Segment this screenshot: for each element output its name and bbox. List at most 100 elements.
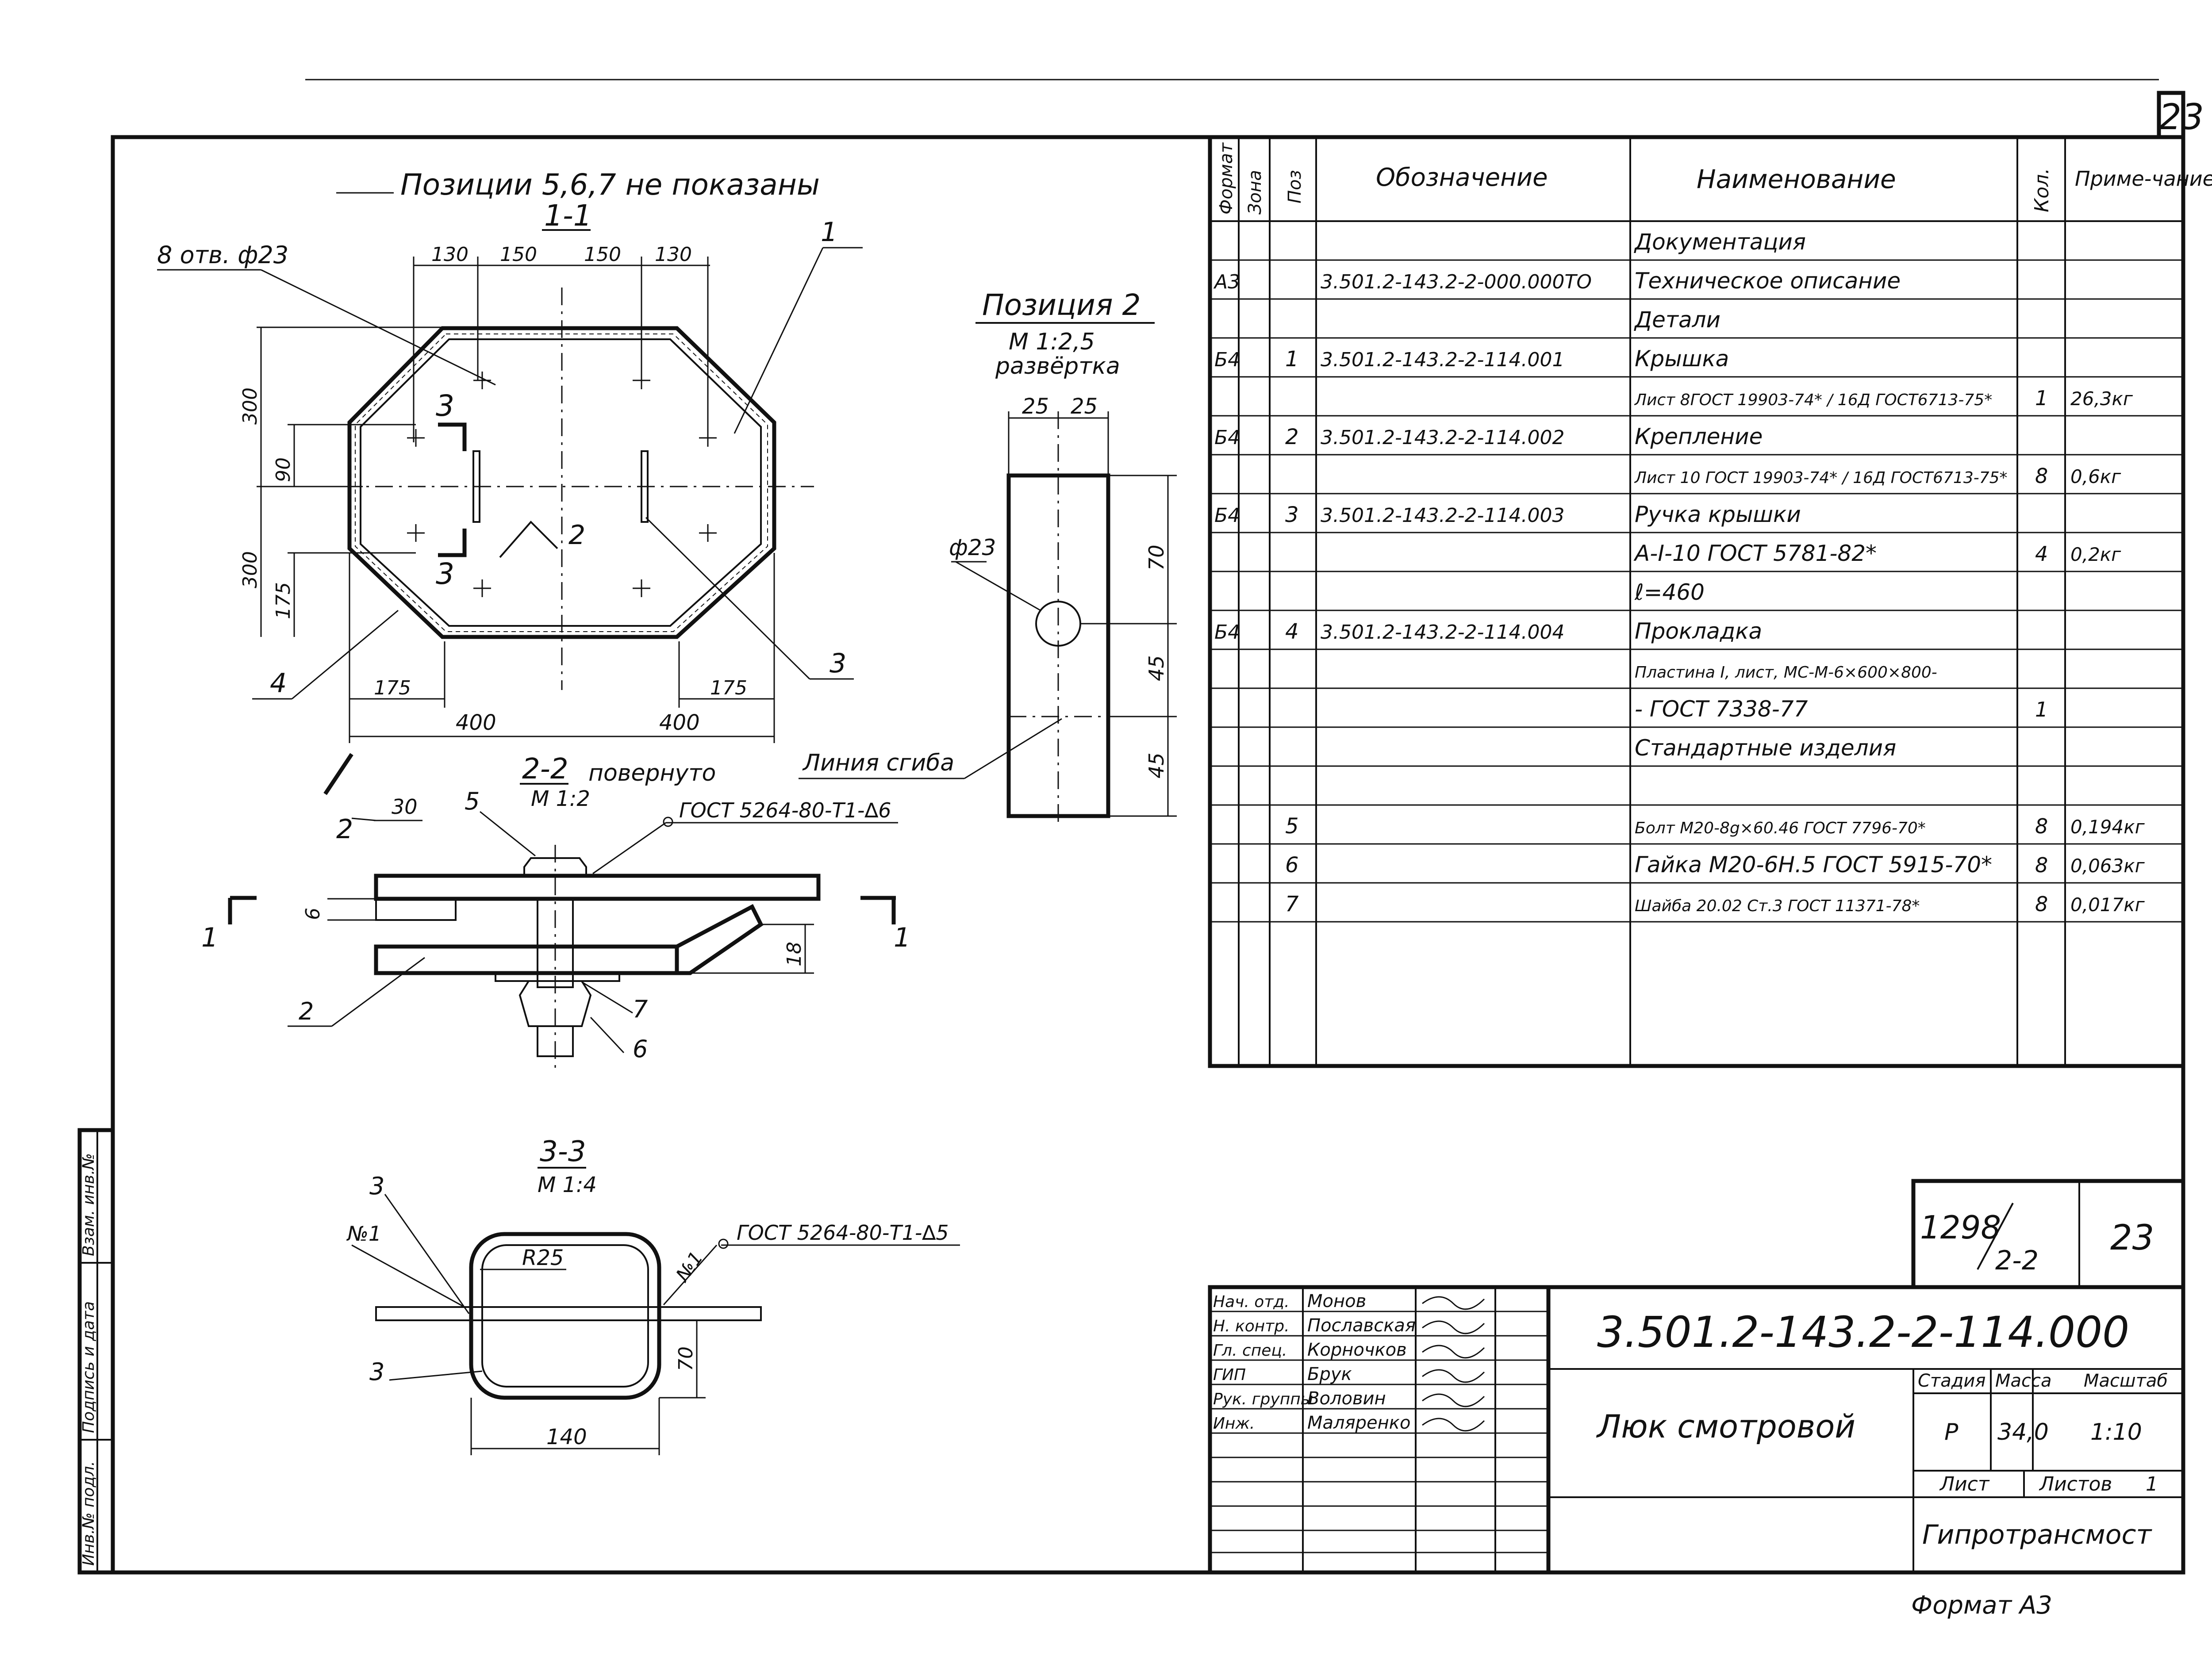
spec-cell-qty: 8 (2035, 814, 2048, 838)
view-1-1-title: 1-1 (544, 199, 592, 233)
spec-header-designation: Обозначение (1376, 163, 1548, 192)
spec-cell-name: Шайба 20.02 Ст.3 ГОСТ 11371-78* (1635, 897, 1920, 915)
spec-cell-name: ℓ=460 (1634, 579, 1705, 605)
dim-top-150-left: 150 (500, 243, 537, 266)
signature-mark (1422, 1393, 1485, 1407)
pos2-bend-line: Линия сгиба (802, 750, 954, 776)
spec-cell-name: - ГОСТ 7338-77 (1635, 696, 1808, 722)
v22-callout-5: 5 (465, 787, 480, 815)
tb-sheet-no: 23 (2110, 1218, 2154, 1258)
spec-cell-pos: 2 (1285, 425, 1299, 449)
spec-cell-name: Болт М20-8g×60.46 ГОСТ 7796-70* (1635, 819, 1926, 837)
v33-callout-3-bottom: 3 (369, 1358, 384, 1386)
tb-stage-label: Стадия (1918, 1371, 1985, 1391)
v33-dim-70: 70 (675, 1346, 697, 1371)
tb-person: Брук (1307, 1364, 1352, 1384)
v33-callout-3-top: 3 (369, 1172, 384, 1200)
tb-mass: 34,0 (1997, 1419, 2049, 1445)
pos2-scale: М 1:2,5 (1009, 329, 1095, 355)
spec-cell-note: 26,3кг (2070, 388, 2133, 410)
dim-bottom-175-left: 175 (374, 677, 411, 699)
tb-role: Гл. спец. (1213, 1342, 1287, 1360)
spec-cell-name: Лист 10 ГОСТ 19903-74* / 16Д ГОСТ6713-75… (1634, 469, 2008, 487)
pos2-dim-25-left: 25 (1022, 394, 1049, 419)
tb-person: Монов (1307, 1291, 1366, 1311)
spec-cell-note: 0,017кг (2070, 894, 2145, 916)
view-2-2: 2-2 повернуто М 1:2 2 30 5 ГОСТ 5264-80-… (201, 753, 910, 1070)
dims-left: 300 90 300 175 (239, 326, 447, 637)
v22-section-1-right: 1 (894, 922, 910, 953)
view-2-2-title: 2-2 (522, 753, 568, 786)
spec-cell-name: Детали (1634, 307, 1720, 333)
tb-role: ГИП (1213, 1366, 1246, 1384)
spec-cell-note: 0,194кг (2070, 816, 2145, 838)
tb-role: Рук. группы (1213, 1390, 1313, 1408)
v22-callout-2: 2 (299, 997, 314, 1025)
v22-callout-6: 6 (633, 1035, 648, 1063)
spec-cell-qty: 1 (2035, 698, 2048, 721)
callout-3: 3 (830, 648, 846, 679)
dim-top-130-left: 130 (431, 243, 469, 266)
v22-section-1-left: 1 (201, 922, 218, 953)
spec-cell-des: 3.501.2-143.2-2-114.003 (1321, 504, 1564, 527)
view-1-1: Позиции 5,6,7 не показаны 1-1 8 отв. ф23 (157, 168, 863, 743)
spec-cell-qty: 8 (2035, 892, 2048, 916)
spec-header-qty: Кол. (2031, 168, 2053, 212)
dim-bottom-175-right: 175 (710, 677, 747, 699)
spec-header-pos: Поз (1285, 170, 1305, 203)
spec-cell-pos: 7 (1285, 892, 1299, 916)
v22-callout-2-mark: 2 (336, 814, 353, 845)
callout-1: 1 (821, 217, 837, 248)
tb-list-label: Лист (1939, 1473, 1990, 1495)
view-2-2-note: повернуто (588, 760, 716, 786)
v22-dim-6: 6 (302, 908, 324, 920)
spec-header-format: Формат (1216, 142, 1237, 215)
spec-cell-pos: 4 (1285, 619, 1299, 644)
tb-person: Воловин (1307, 1388, 1386, 1409)
spec-cell-des: 3.501.2-143.2-2-000.000ТО (1321, 271, 1592, 293)
v33-weld: ГОСТ 5264-80-Т1-∆5 (737, 1221, 949, 1245)
callout-4: 4 (270, 668, 287, 699)
section-mark-3-top: 3 (436, 389, 454, 423)
spec-cell-fmt: Б4 (1214, 504, 1240, 527)
spec-cell-name: Пластина I, лист, МС-М-6×600×800- (1635, 663, 1937, 682)
dim-bottom-400-left: 400 (456, 710, 496, 735)
tb-role: Н. контр. (1213, 1317, 1290, 1335)
tb-lists-label: Листов (2039, 1473, 2112, 1495)
tb-doc-code: 3.501.2-143.2-2-114.000 (1597, 1307, 2129, 1357)
side-vzam: Взам. инв.№ (80, 1153, 98, 1256)
spec-cell-name: Лист 8ГОСТ 19903-74* / 16Д ГОСТ6713-75* (1634, 391, 1992, 409)
spec-cell-qty: 4 (2035, 542, 2048, 566)
pos2-title: Позиция 2 (982, 288, 1141, 322)
tb-person: Маляренко (1307, 1413, 1410, 1433)
view-3-3-scale: М 1:4 (538, 1173, 597, 1197)
spec-cell-pos: 5 (1285, 814, 1299, 839)
spec-cell-name: Ручка крышки (1635, 502, 1801, 527)
v33-dim-140: 140 (546, 1425, 587, 1449)
spec-table: Формат Зона Поз Обозначение Наименование… (1208, 135, 2212, 1068)
spec-cell-fmt: Б4 (1214, 349, 1240, 371)
dim-left-175: 175 (272, 582, 295, 619)
spec-cell-des: 3.501.2-143.2-2-114.004 (1321, 621, 1564, 644)
dims-top: 130 150 150 130 (413, 243, 710, 442)
spec-cell-name: Документация (1634, 229, 1806, 255)
pos2-hole: ф23 (949, 535, 996, 560)
signature-mark (1422, 1296, 1485, 1310)
spec-cell-des: 3.501.2-143.2-2-114.001 (1321, 349, 1564, 371)
note-positions: Позиции 5,6,7 не показаны (400, 168, 820, 202)
dims-bottom: 175 175 400 400 (349, 553, 775, 743)
dim-left-90: 90 (272, 457, 295, 482)
pos2-dim-25-right: 25 (1071, 394, 1098, 419)
tb-mass-label: Масса (1995, 1371, 2052, 1391)
v33-weld-no-right: №1 (671, 1247, 707, 1286)
side-stamp: Инв.№ подл. Подпись и дата Взам. инв.№ (77, 1128, 115, 1575)
spec-cell-pos: 3 (1285, 502, 1299, 527)
tb-stage: Р (1944, 1419, 1959, 1445)
section-mark-3-bottom: 3 (436, 557, 454, 591)
tb-album-sub: 2-2 (1995, 1245, 2039, 1276)
v22-callout-7: 7 (633, 995, 648, 1023)
spec-cell-name: Гайка М20-6Н.5 ГОСТ 5915-70* (1635, 852, 1992, 878)
page-number: 23 (2159, 96, 2204, 138)
